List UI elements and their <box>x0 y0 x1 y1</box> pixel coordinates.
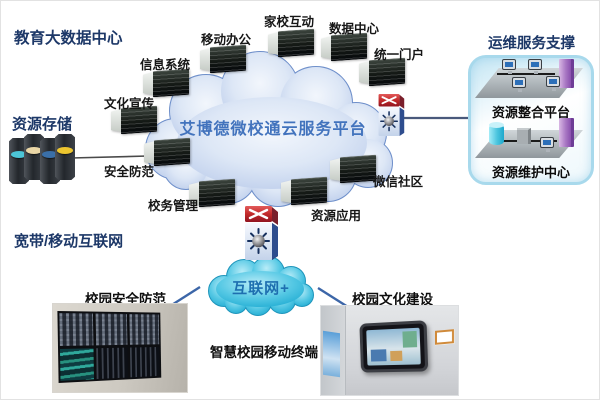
rack-server-icon-wechat-community <box>330 154 376 184</box>
ops-integration-label: 资源整合平台 <box>491 105 570 120</box>
ops-support-panel: 资源整合平台 资源维护中心 <box>468 55 594 185</box>
campus-security-label: 校园安全防范 <box>85 292 166 307</box>
internet-cloud: 互联网+ <box>198 255 324 318</box>
wall-display-photo <box>321 306 458 395</box>
cctv-screen <box>96 347 128 380</box>
server-label-home-school: 家校互动 <box>264 15 315 29</box>
rack-server-icon-data-center <box>321 32 367 62</box>
server-label-mobile-office: 移动办公 <box>201 33 252 47</box>
poster <box>323 330 340 378</box>
cctv-screen <box>59 313 94 346</box>
server-label-wechat-community: 微信社区 <box>373 175 424 189</box>
workstation-icon <box>546 76 560 91</box>
video-wall-photo <box>53 304 187 392</box>
rack-server-icon-mobile-office <box>200 44 246 74</box>
heading-ops-service-support: 运维服务支撑 <box>488 36 575 52</box>
server-tower-icon <box>559 118 574 147</box>
rack-server-icon-unified-portal <box>359 57 405 87</box>
campus-culture-label: 校园文化建设 <box>352 292 433 307</box>
cloud-icon <box>208 256 314 316</box>
network-bus <box>497 73 555 75</box>
rack-server-icon-resource-app <box>281 176 327 206</box>
rack-server-icon-home-school <box>268 28 314 58</box>
rack-server-icon-info-system <box>143 68 189 98</box>
workstation-icon <box>502 59 516 74</box>
database-icon <box>489 122 504 145</box>
workstation-icon <box>512 77 526 92</box>
cloud-platform-label: 艾博德微校通云服务平台 <box>179 121 367 138</box>
server-label-data-center: 数据中心 <box>329 22 380 36</box>
cctv-screen <box>59 347 94 381</box>
heading-resource-storage: 资源存储 <box>12 116 73 133</box>
storage-box-icon <box>517 128 531 144</box>
wall-sign <box>435 329 454 345</box>
storage-array-icon <box>9 131 79 187</box>
rack-server-icon-culture-promo <box>111 105 157 135</box>
router-icon-core <box>245 206 278 260</box>
internet-plus-label: 互联网+ <box>232 280 290 297</box>
server-label-school-affairs: 校务管理 <box>148 199 199 213</box>
heading-broadband-mobile-internet: 宽带/移动互联网 <box>14 233 124 250</box>
workstation-icon <box>540 137 554 152</box>
rack-server-icon-school-affairs <box>189 178 235 208</box>
heading-education-big-data-center: 教育大数据中心 <box>14 30 123 47</box>
cctv-screen <box>129 314 160 345</box>
cctv-screen <box>129 346 160 378</box>
digital-signage-screen <box>359 320 429 373</box>
mobile-terminal-label: 智慧校园移动终端 <box>210 345 318 360</box>
cctv-screen <box>95 313 128 345</box>
ops-maintenance-label: 资源维护中心 <box>491 165 570 180</box>
rack-server-icon-security <box>144 137 190 167</box>
server-label-culture-promo: 文化宣传 <box>104 97 155 111</box>
cctv-monitor-grid <box>57 310 162 383</box>
server-label-info-system: 信息系统 <box>140 58 191 72</box>
workstation-icon <box>528 59 542 74</box>
server-label-unified-portal: 统一门户 <box>374 48 425 62</box>
router-icon-ops-link <box>378 94 405 136</box>
server-label-resource-app: 资源应用 <box>311 209 362 223</box>
server-label-security: 安全防范 <box>104 165 155 179</box>
signage-content <box>366 327 421 366</box>
server-tower-icon <box>559 59 574 88</box>
